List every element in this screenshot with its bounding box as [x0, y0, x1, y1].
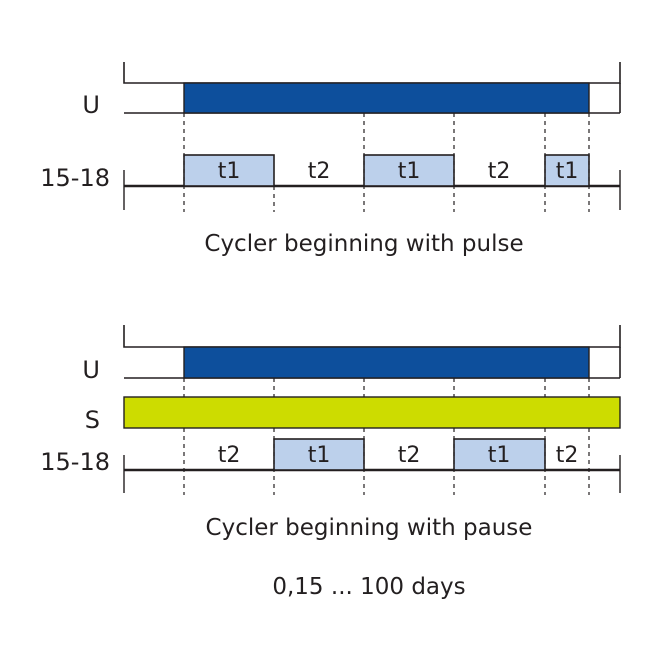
pulse-block — [453, 438, 546, 471]
block-label: t2 — [488, 159, 511, 184]
output-row-label: 15-18 — [40, 448, 110, 476]
diagram-pulse-first: U 15-18 t1 t2 t1 t2 t1 Cycler beginning … — [40, 62, 621, 257]
block-label: t1 — [308, 443, 331, 468]
block-label: t2 — [556, 443, 579, 468]
diagram-pause-first: U S 15-18 t2 t1 t2 t1 t2 Cycler beginnin… — [40, 325, 621, 541]
u-row-label: U — [82, 356, 100, 384]
block-label: t1 — [398, 159, 421, 184]
u-row-frame-top — [123, 325, 621, 348]
pulse-block — [183, 154, 275, 187]
block-label: t1 — [556, 159, 579, 184]
pulse-block — [273, 438, 365, 471]
u-signal-bar — [183, 346, 590, 379]
caption-pause: Cycler beginning with pause — [206, 515, 533, 541]
block-label: t1 — [488, 443, 511, 468]
output-row-label: 15-18 — [40, 164, 110, 192]
u-signal-bar — [183, 82, 590, 114]
block-label: t2 — [218, 443, 241, 468]
s-signal-bar — [123, 396, 621, 429]
time-range-label: 0,15 ... 100 days — [272, 574, 465, 600]
block-label: t1 — [218, 159, 241, 184]
caption-pulse: Cycler beginning with pulse — [204, 231, 523, 257]
s-row-label: S — [85, 406, 100, 434]
u-row-frame-top — [123, 62, 621, 84]
block-label: t2 — [398, 443, 421, 468]
block-label: t2 — [308, 159, 331, 184]
pulse-block — [544, 154, 590, 187]
u-row-label: U — [82, 91, 100, 119]
